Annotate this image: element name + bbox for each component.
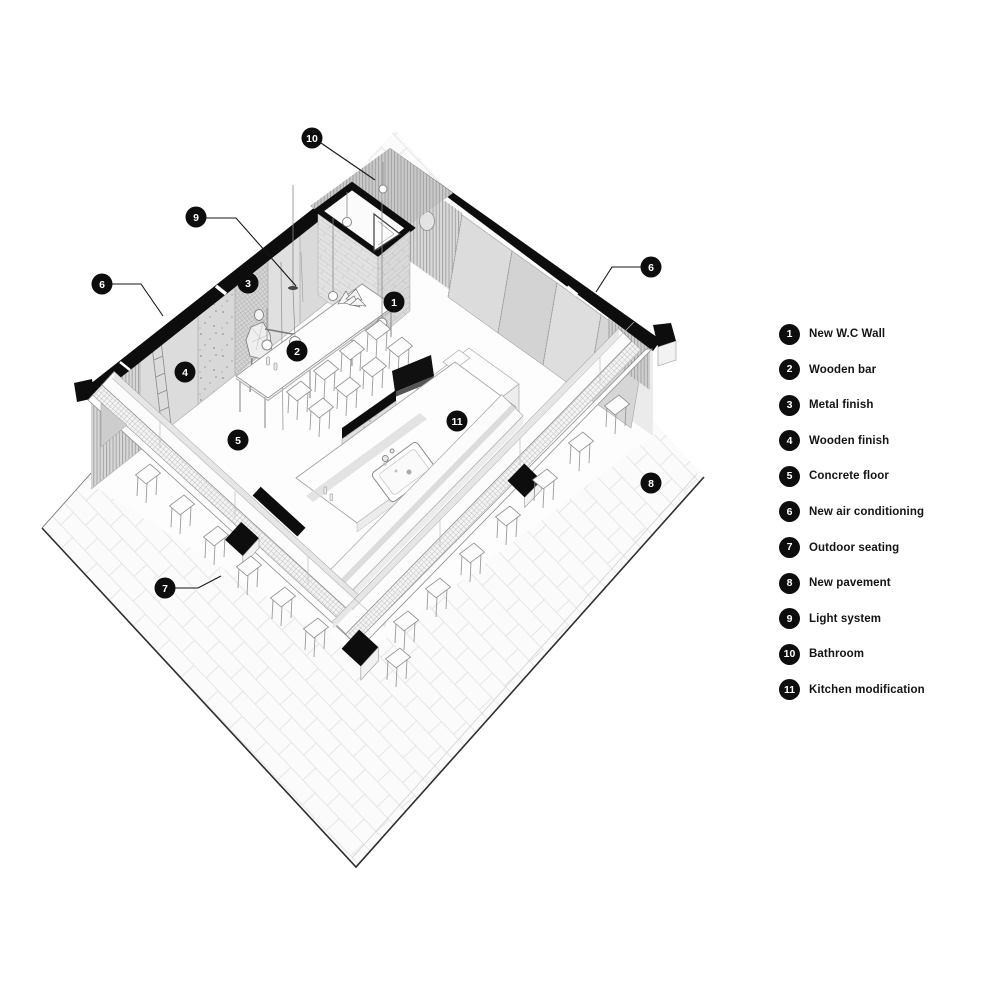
legend-label: Outdoor seating: [809, 541, 900, 554]
marker-6: 6: [91, 273, 164, 317]
bar-columns: [225, 463, 542, 681]
legend-item-6: 6 New air conditioning: [779, 501, 925, 523]
marker-circle-6: [640, 256, 662, 278]
leader-line-10: [320, 142, 376, 181]
black-counter-piece: [392, 355, 434, 392]
legend-label: Wooden finish: [809, 434, 890, 447]
table-bottles: [266, 356, 278, 371]
marker-number: 6: [648, 262, 654, 274]
legend-label: Bathroom: [809, 648, 865, 661]
dining-area: [235, 185, 413, 438]
marker-circle-3: [237, 272, 259, 294]
legend-number-badge: 7: [779, 537, 800, 559]
marker-circle-9: [185, 206, 207, 228]
kitchen: [295, 347, 520, 533]
marker-6: 6: [595, 256, 662, 293]
legend-item-5: 5 Concrete floor: [779, 465, 925, 487]
legend-number-badge: 9: [779, 608, 800, 630]
legend-number-badge: 4: [779, 430, 800, 452]
marker-circle-4: [174, 361, 196, 383]
legend-label: Concrete floor: [809, 470, 889, 483]
legend-label: Kitchen modification: [809, 683, 925, 696]
corner-column-right: [653, 323, 676, 347]
leader-line-7: [175, 575, 222, 589]
corner-column-left: [74, 379, 95, 402]
marker-number: 9: [193, 212, 199, 224]
marker-3: 3: [237, 272, 259, 294]
marker-number: 3: [245, 278, 251, 290]
bathroom: [310, 148, 453, 339]
legend-label: New pavement: [809, 577, 891, 590]
legend-item-10: 10 Bathroom: [779, 643, 925, 665]
marker-number: 1: [391, 297, 397, 309]
marker-4: 4: [174, 361, 196, 383]
leader-line-9: [206, 217, 297, 287]
marker-number: 10: [306, 133, 318, 145]
legend-number-badge: 1: [779, 323, 800, 345]
marker-7: 7: [154, 575, 222, 599]
marker-10: 10: [301, 127, 376, 181]
legend-number-badge: 10: [779, 643, 800, 665]
marker-2: 2: [286, 340, 308, 362]
legend-item-4: 4 Wooden finish: [779, 430, 925, 452]
legend-label: Metal finish: [809, 399, 874, 412]
black-beam: [252, 486, 306, 537]
marker-circle-2: [286, 340, 308, 362]
marker-number: 11: [451, 416, 462, 428]
legend-label: Wooden bar: [809, 363, 877, 376]
callout-layer: 1 2 3 4 5 6 6 7 8 9 10 11: [91, 127, 662, 599]
marker-1: 1: [383, 291, 405, 313]
marker-number: 8: [648, 478, 654, 490]
legend-number-badge: 11: [779, 679, 800, 701]
marker-circle-11: [446, 410, 468, 432]
marker-5: 5: [227, 429, 249, 451]
legend-number-badge: 8: [779, 572, 800, 594]
front-bars: [87, 321, 653, 681]
bathroom-pendant-lights: [342, 162, 388, 227]
legend: 1 New W.C Wall 2 Wooden bar 3 Metal finish 4 Wo…: [779, 323, 925, 716]
marker-number: 7: [162, 583, 168, 595]
marker-11: 11: [446, 410, 468, 432]
marker-circle-7: [154, 577, 176, 599]
legend-label: Light system: [809, 612, 882, 625]
marker-number: 4: [182, 367, 188, 379]
marker-8: 8: [640, 472, 662, 494]
legend-number-badge: 6: [779, 501, 800, 523]
legend-item-7: 7 Outdoor seating: [779, 537, 925, 559]
marker-number: 2: [294, 346, 300, 358]
marker-number: 5: [235, 435, 241, 447]
legend-label: New W.C Wall: [809, 328, 886, 340]
legend-item-3: 3 Metal finish: [779, 394, 925, 416]
legend-item-1: 1 New W.C Wall: [779, 323, 925, 345]
legend-item-2: 2 Wooden bar: [779, 359, 925, 381]
legend-item-8: 8 New pavement: [779, 572, 925, 594]
bar-rails: [111, 321, 635, 612]
marker-circle-10: [301, 127, 323, 149]
leader-line-6: [595, 266, 641, 293]
marker-circle-5: [227, 429, 249, 451]
legend-number-badge: 2: [779, 359, 800, 381]
legend-item-9: 9 Light system: [779, 608, 925, 630]
marker-circle-8: [640, 472, 662, 494]
leader-line-6: [112, 283, 164, 317]
marker-number: 6: [99, 279, 105, 291]
legend-item-11: 11 Kitchen modification: [779, 679, 925, 701]
marker-circle-1: [383, 291, 405, 313]
legend-number-badge: 3: [779, 394, 800, 416]
marker-9: 9: [185, 206, 297, 287]
table-plant: [337, 288, 367, 308]
legend-number-badge: 5: [779, 465, 800, 487]
legend-label: New air conditioning: [809, 505, 925, 518]
marker-circle-6: [91, 273, 113, 295]
service-counter: [320, 394, 524, 610]
